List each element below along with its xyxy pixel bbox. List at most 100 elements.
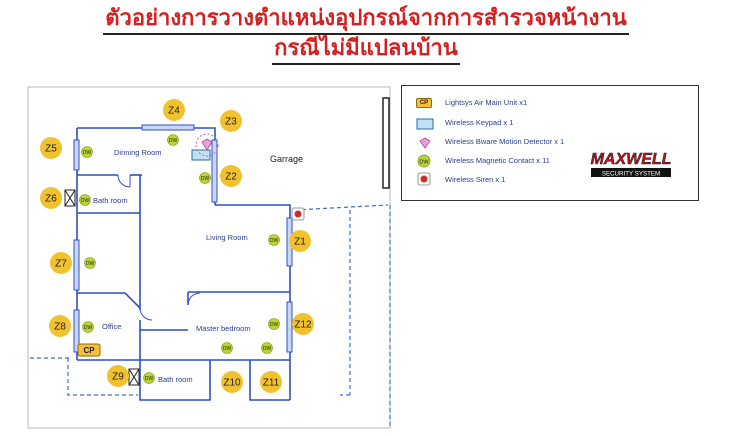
room-office: Office: [102, 322, 121, 331]
zone-marker: Z3: [220, 110, 242, 132]
title-line-2: กรณีไม่มีแปลนบ้าน: [0, 36, 732, 65]
dw-label: DW: [145, 376, 154, 382]
logo-tagline: SECURITY SYSTEM: [602, 170, 660, 177]
legend-row-siren: [416, 171, 432, 187]
legend-label-motion: Wireless Bware Motion Detector x 1: [445, 137, 565, 146]
maxwell-logo: MAXWELL SECURITY SYSTEM: [590, 151, 672, 178]
dw-label: DW: [223, 346, 232, 352]
garage-door: [382, 97, 390, 189]
cp-label: CP: [83, 346, 95, 355]
magnetic-contact-icon: DW: [417, 154, 431, 168]
room-bath-2: Bath room: [158, 375, 193, 384]
zone-marker: Z5: [40, 137, 62, 159]
room-master: Master bedroom: [196, 324, 251, 333]
property-boundary: [30, 204, 391, 428]
window-z2: [211, 139, 218, 203]
dw-label: DW: [81, 198, 90, 204]
title-text-1: ตัวอย่างการวางตำแหน่งอุปกรณ์จากการสำรวจห…: [103, 6, 629, 35]
legend-row-motion: [416, 135, 434, 151]
dw-marker: DW: [268, 234, 280, 246]
legend-label-siren: Wireless Siren x 1: [445, 175, 506, 184]
legend-box: CP Lightsys Air Main Unit x1 Wireless Ke…: [401, 85, 699, 201]
dw-circle: [143, 372, 155, 384]
control-panel: CP: [77, 343, 101, 357]
zone-marker: Z11: [260, 371, 282, 393]
zone-circle: [40, 187, 62, 209]
dw-label: DW: [86, 261, 95, 267]
zone-marker: Z6: [40, 187, 62, 209]
keypad-icon: [416, 118, 434, 130]
legend-label-dw: Wireless Magnetic Contact x 11: [445, 156, 550, 165]
zone-label: Z6: [45, 194, 57, 205]
zone-marker: Z7: [50, 252, 72, 274]
zone-label: Z1: [294, 237, 306, 248]
dw-label: DW: [263, 346, 272, 352]
room-garage: Garrage: [270, 154, 303, 164]
zone-marker: Z8: [49, 315, 71, 337]
dw-label: DW: [169, 138, 178, 144]
zone-circle: [163, 99, 185, 121]
dw-circle: [268, 318, 280, 330]
plan-frame: [27, 86, 391, 429]
dw-marker: DW: [221, 342, 233, 354]
dw-circle: [79, 194, 91, 206]
zone-circle: [49, 315, 71, 337]
window-top: [141, 124, 195, 131]
title-text-2: กรณีไม่มีแปลนบ้าน: [272, 36, 460, 65]
zone-label: Z8: [54, 322, 66, 333]
control-panel-icon: CP: [416, 98, 432, 108]
zone-label: Z12: [294, 320, 312, 331]
room-living: Living Room: [206, 233, 248, 242]
zone-marker: Z1: [289, 230, 311, 252]
zone-label: Z11: [263, 378, 280, 389]
zone-circle: [221, 371, 243, 393]
zone-circle: [260, 371, 282, 393]
zone-label: Z3: [225, 117, 237, 128]
dw-circle: [167, 134, 179, 146]
title-line-1: ตัวอย่างการวางตำแหน่งอุปกรณ์จากการสำรวจห…: [0, 6, 732, 35]
zone-label: Z10: [223, 378, 241, 389]
legend-label-keypad: Wireless Keypad x 1: [445, 118, 514, 127]
zone-circle: [220, 110, 242, 132]
window-z7: [73, 239, 80, 291]
zone-marker: Z4: [163, 99, 185, 121]
window-z12: [286, 301, 293, 353]
logo-brand: MAXWELL: [591, 151, 672, 168]
door-swings: [117, 174, 201, 321]
zone-marker: Z2: [220, 165, 242, 187]
zone-label: Z9: [112, 372, 124, 383]
dw-marker: DW: [79, 194, 91, 206]
dw-circle: [221, 342, 233, 354]
dw-label: DW: [83, 150, 92, 156]
dw-label: DW: [270, 238, 279, 244]
dw-marker: DW: [261, 342, 273, 354]
dw-marker: DW: [84, 257, 96, 269]
zone-marker: Z10: [221, 371, 243, 393]
window-z8: [73, 309, 80, 353]
room-dining: Dinning Room: [114, 148, 162, 157]
dw-marker: DW: [268, 318, 280, 330]
siren-icon: [291, 207, 305, 221]
keypad-icon: [191, 149, 211, 161]
legend-label-cp: Lightsys Air Main Unit x1: [445, 98, 528, 107]
zone-circle: [40, 137, 62, 159]
window-z5: [73, 139, 80, 171]
zone-marker: Z9: [107, 365, 129, 387]
siren-icon: [417, 172, 431, 186]
zone-label: Z7: [55, 259, 67, 270]
dw-badge: DW: [419, 160, 429, 166]
zone-circle: [289, 230, 311, 252]
dw-circle: [199, 172, 211, 184]
dw-circle: [81, 146, 93, 158]
legend-row-cp: CP: [416, 95, 432, 111]
dw-circle: [82, 321, 94, 333]
door-contacts: [64, 189, 140, 386]
zone-circle: [50, 252, 72, 274]
dw-marker: DW: [82, 321, 94, 333]
zone-circle: [107, 365, 129, 387]
dw-marker: DW: [167, 134, 179, 146]
dw-label: DW: [270, 322, 279, 328]
